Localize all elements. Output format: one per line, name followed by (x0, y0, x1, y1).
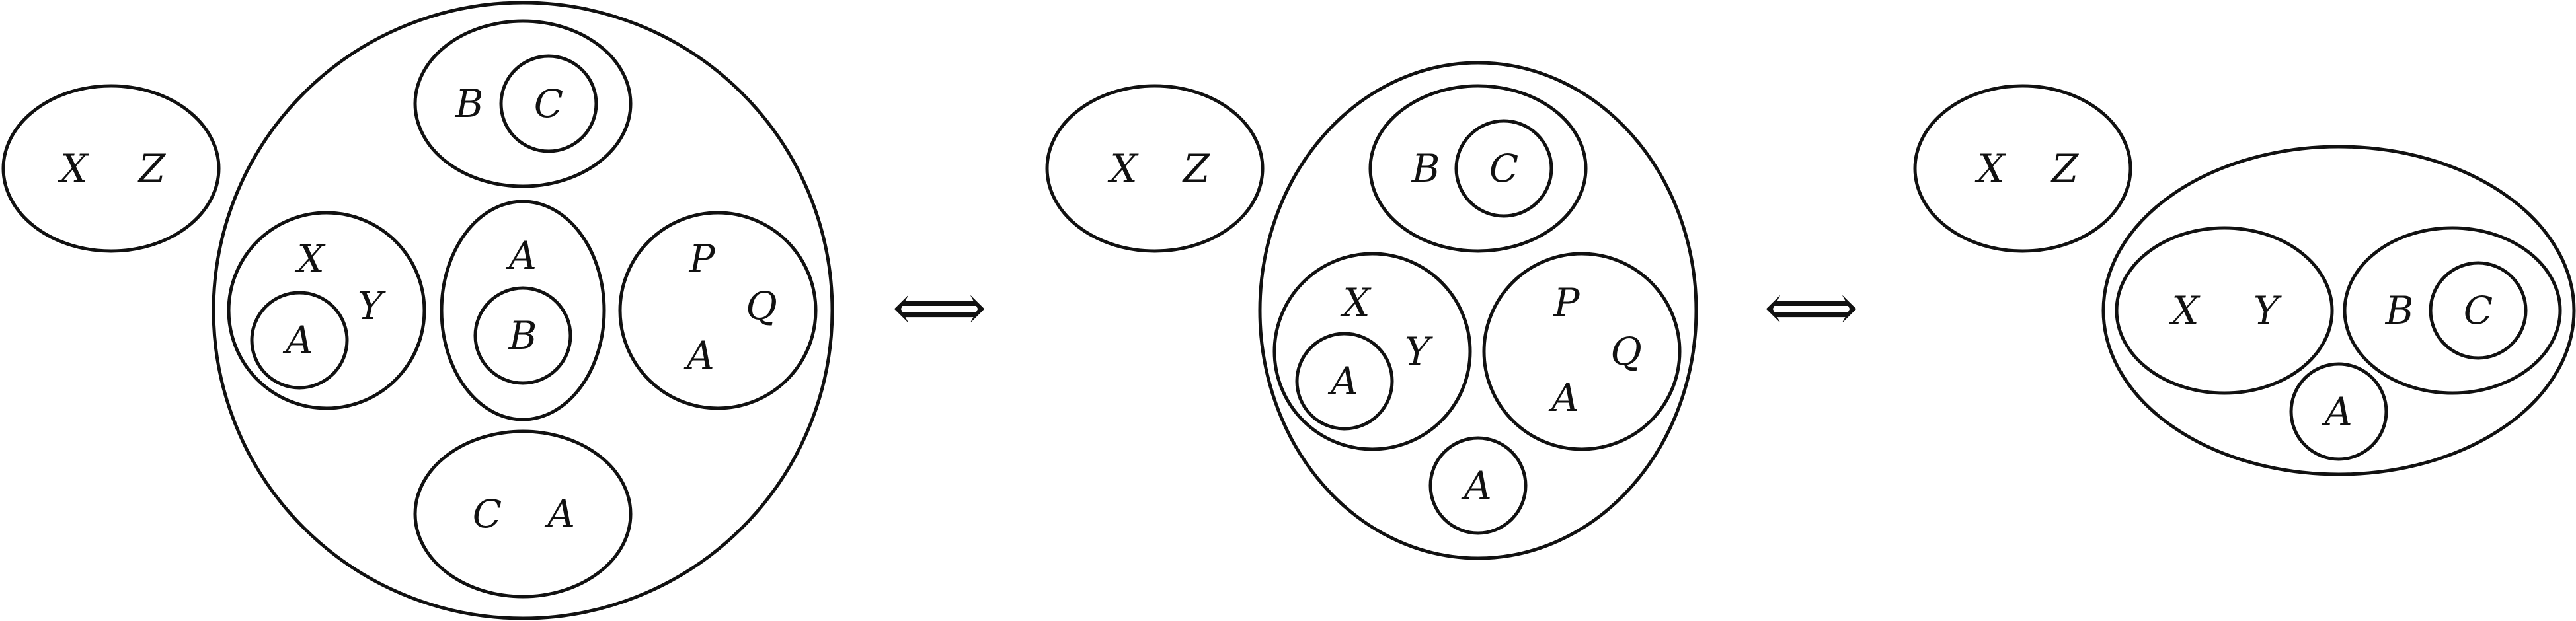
panel-1-outside-label-x: X (58, 146, 89, 191)
equivalence-arrow-1: ⟺ (892, 269, 986, 346)
panel-2-member-xya-inner-a (1295, 332, 1394, 431)
panel-1-member-ca-label-c: C (473, 492, 502, 536)
panel-1-member-bc-inner-c (499, 54, 598, 153)
panel-3-outside-set (1913, 84, 2132, 253)
panel-3-member-bc-inner-c (2429, 261, 2528, 360)
panel-2-member-pqa-label-a: A (1548, 375, 1579, 420)
panel-2-member-xya (1272, 252, 1472, 451)
panel-2-member-bc-label-b: B (1411, 146, 1440, 191)
panel-3-main-set (2101, 145, 2576, 476)
panel-2-member-pqa (1482, 252, 1682, 451)
panel-3: X Z X Y B C A (1913, 84, 2576, 476)
panel-2-member-a (1428, 436, 1528, 535)
panel-3-member-bc-label-b: B (2385, 288, 2414, 333)
panel-1-member-xya-label-a: A (282, 318, 313, 363)
panel-3-member-bc-label-c: C (2464, 288, 2493, 333)
panel-3-member-a (2289, 362, 2388, 461)
panel-1-member-pqa-label-p: P (688, 237, 715, 281)
panel-1-member-xya-inner-a (250, 291, 349, 390)
panel-2-member-bc (1368, 84, 1588, 253)
panel-1-member-ca-label-a: A (544, 492, 575, 536)
panel-1-member-pqa-label-q: Q (746, 283, 777, 328)
panel-1-member-pqa (618, 211, 818, 410)
panel-2-outside-set (1045, 84, 1265, 253)
panel-1-member-xya-label-y: Y (358, 283, 386, 328)
panel-1-member-xya-label-x: X (294, 237, 326, 281)
panel-2-member-xya-label-a: A (1327, 359, 1358, 404)
panel-2-member-bc-inner-c (1454, 119, 1553, 218)
panel-3-member-bc (2343, 226, 2562, 395)
panel-1-outside-label-z: Z (137, 146, 167, 191)
panel-3-member-xy-label-x: X (2169, 288, 2201, 333)
panel-1-member-ab-label-a: A (506, 233, 537, 278)
panel-3-member-a-label-a: A (2322, 389, 2353, 434)
equivalence-arrow-2: ⟺ (1764, 269, 1858, 346)
panel-1-member-ab-inner-b (473, 286, 572, 385)
panel-1-main-set (212, 1, 834, 620)
panel-1-outside-set (1, 84, 221, 253)
panel-1-member-bc-label-b: B (455, 81, 484, 126)
panel-1: X Z B C X Y A A B P Q A C A (1, 1, 834, 620)
panel-3-outside-label-z: Z (2050, 146, 2080, 191)
panel-2-member-bc-label-c: C (1489, 146, 1518, 191)
panel-2-outside-label-z: Z (1182, 146, 1211, 191)
panel-1-member-bc (413, 19, 633, 188)
panel-2-member-pqa-label-q: Q (1610, 329, 1642, 374)
panel-3-member-xy-label-y: Y (2253, 288, 2282, 333)
panel-1-member-ab (440, 200, 606, 421)
panel-2-member-xya-label-y: Y (1405, 329, 1433, 374)
panel-2-member-a-label-a: A (1461, 463, 1492, 508)
panel-3-outside-label-x: X (1974, 146, 2006, 191)
panel-1-member-ca (413, 429, 633, 599)
panel-2-member-pqa-label-p: P (1553, 280, 1580, 325)
panel-3-member-xy (2115, 226, 2334, 395)
panel-1-member-bc-label-c: C (534, 81, 563, 126)
panel-2-member-xya-label-x: X (1340, 280, 1372, 325)
panel-1-member-pqa-label-a: A (683, 333, 715, 378)
panel-2: X Z B C X Y A P Q A A (1045, 61, 1698, 560)
panel-1-member-xya (227, 211, 426, 410)
panel-2-main-set (1258, 61, 1698, 560)
panel-1-member-ab-label-b: B (508, 313, 537, 358)
panel-2-outside-label-x: X (1107, 146, 1139, 191)
